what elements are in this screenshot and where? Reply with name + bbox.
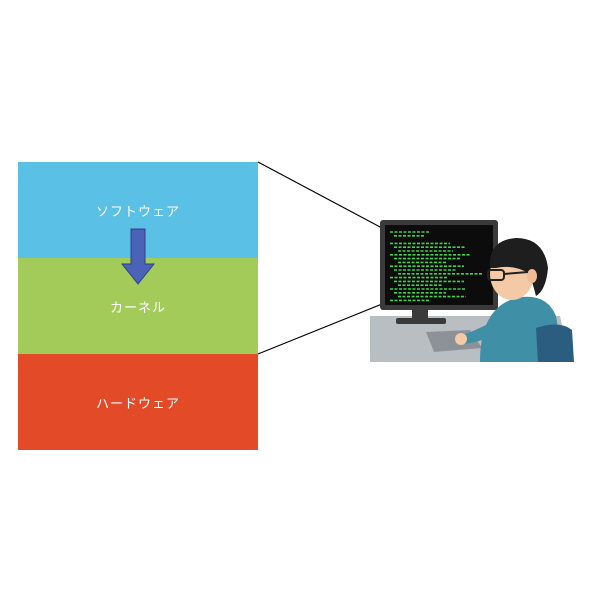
chair <box>536 324 574 362</box>
programmer-at-computer-illustration <box>360 212 580 372</box>
down-arrow-icon <box>120 228 156 286</box>
person-ear <box>527 269 537 283</box>
layer-kernel-label: カーネル <box>110 297 166 316</box>
layer-software-label: ソフトウェア <box>96 201 180 220</box>
layer-hardware-label: ハードウェア <box>96 393 180 412</box>
person-hand <box>455 333 467 345</box>
monitor-base <box>396 318 446 324</box>
